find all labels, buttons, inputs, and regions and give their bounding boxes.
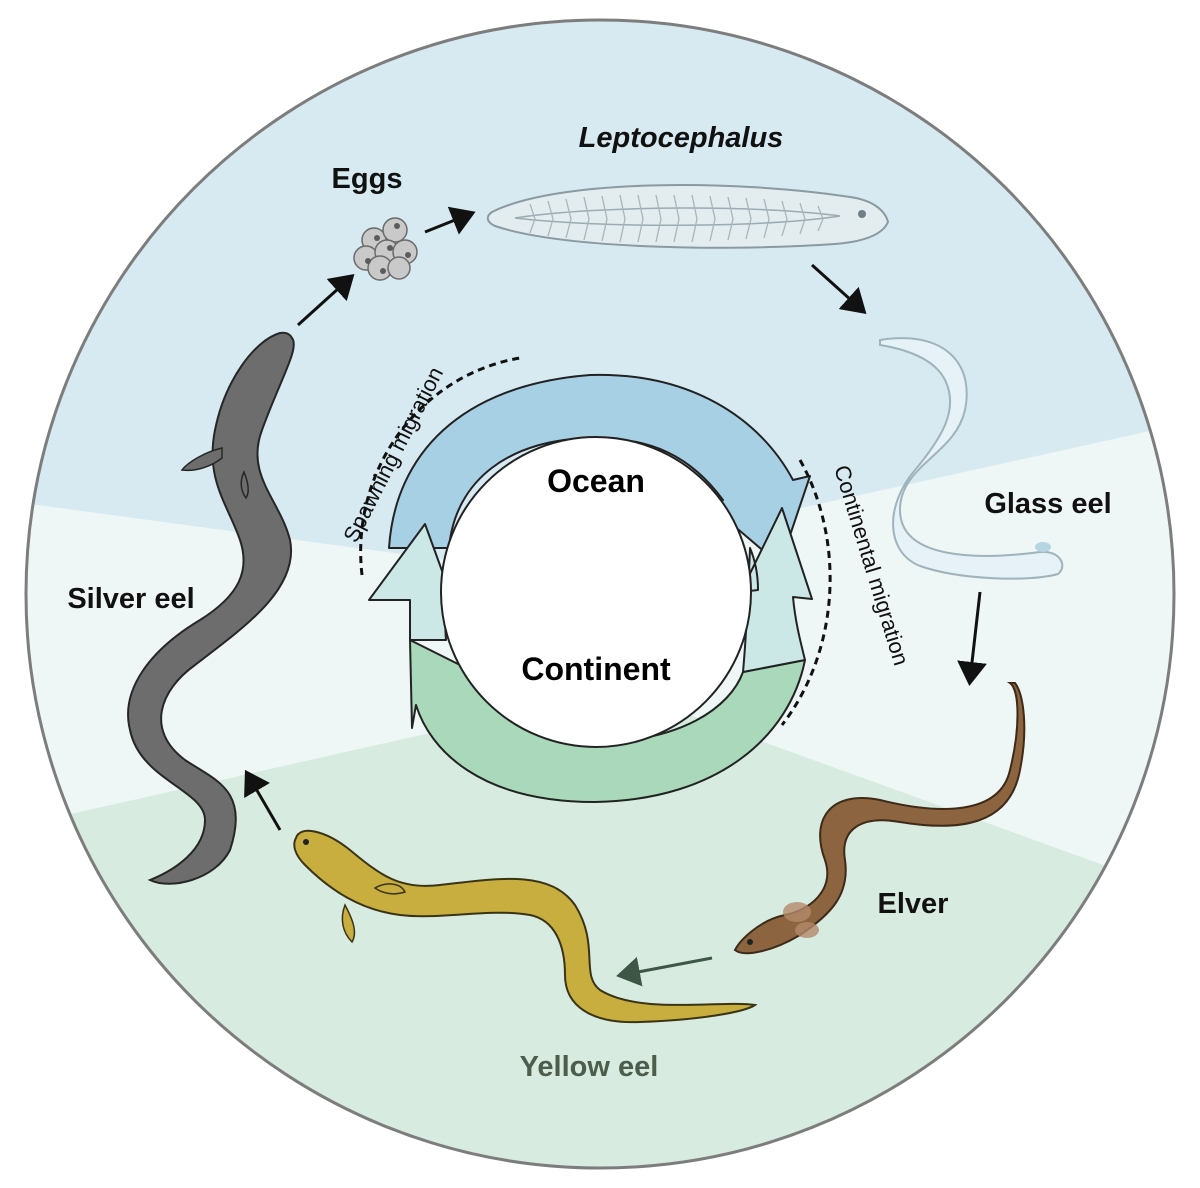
- center-circle: [440, 436, 752, 748]
- central-cycle: [368, 373, 813, 803]
- elver-illustration: [733, 682, 1026, 955]
- diagram-border: [24, 18, 1176, 1170]
- elver-label: Elver: [878, 888, 949, 920]
- center-continent-label: Continent: [521, 651, 671, 687]
- yellow-eel-illustration: [293, 829, 758, 1024]
- ocean-cycle-arrow: [388, 373, 811, 566]
- glass-eel-label: Glass eel: [984, 488, 1111, 520]
- continental-migration-arc: [780, 459, 832, 726]
- center-ocean-label: Ocean: [547, 463, 645, 499]
- eggs-illustration: [353, 217, 418, 281]
- arrow-silver-to-eggs: [296, 273, 355, 327]
- leptocephalus-label: Leptocephalus: [579, 122, 784, 154]
- yellow-eel-label: Yellow eel: [520, 1051, 659, 1083]
- arrow-glass-to-elver: [957, 591, 987, 686]
- leptocephalus-illustration: [486, 184, 890, 249]
- arrow-leptocephalus-to-glass: [810, 263, 867, 315]
- glass-eel-illustration: [879, 337, 1064, 580]
- stage-arrows: [244, 206, 987, 987]
- spawning-migration-arc: [359, 356, 521, 576]
- silver-eel-illustration: [127, 331, 295, 885]
- eggs-label: Eggs: [332, 163, 403, 195]
- arrow-yellow-to-silver: [244, 769, 282, 831]
- silver-eel-label: Silver eel: [67, 583, 194, 615]
- arrow-eggs-to-leptocephalus: [424, 206, 476, 235]
- arrow-elver-to-yellow: [616, 956, 713, 987]
